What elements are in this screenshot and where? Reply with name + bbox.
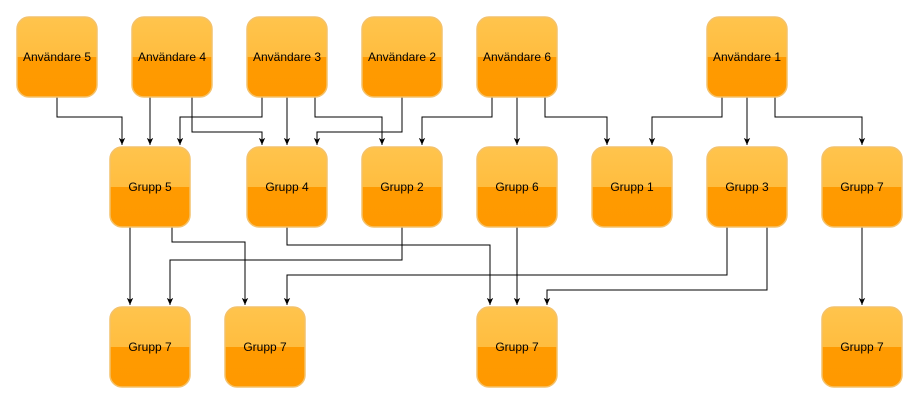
node-label: Grupp 7 [495, 340, 539, 354]
node-box [476, 146, 558, 228]
node-label: Användare 2 [368, 50, 436, 64]
node-label: Användare 3 [253, 50, 321, 64]
node-label: Grupp 5 [128, 180, 172, 194]
user-node-u5[interactable]: Användare 5 [16, 16, 98, 98]
group-node-g6[interactable]: Grupp 6 [476, 146, 558, 228]
group-node-g7d[interactable]: Grupp 7 [476, 306, 558, 388]
node-box [821, 306, 903, 388]
node-box [246, 146, 328, 228]
node-label: Användare 1 [713, 50, 781, 64]
nodes-layer: Användare 5 Användare 4 Användare 3 Använda… [16, 16, 903, 388]
user-node-u1[interactable]: Användare 1 [706, 16, 788, 98]
node-box [131, 16, 213, 98]
node-box [109, 306, 191, 388]
edge-u4-to-g4 [191, 97, 266, 145]
edge-u3-to-g5 [176, 97, 263, 145]
node-box [361, 146, 443, 228]
group-node-g7b[interactable]: Grupp 7 [109, 306, 191, 388]
group-node-g2[interactable]: Grupp 2 [361, 146, 443, 228]
user-node-u3[interactable]: Användare 3 [246, 16, 328, 98]
edge-u6-to-g2 [418, 97, 493, 145]
node-box [476, 306, 558, 388]
edge-u5-to-g5 [56, 97, 126, 145]
node-label: Grupp 2 [380, 180, 424, 194]
node-label: Användare 5 [23, 50, 91, 64]
node-label: Grupp 7 [840, 180, 884, 194]
edge-g4-to-g7d [286, 227, 494, 305]
edge-g5-to-g7c [171, 227, 249, 305]
node-label: Grupp 1 [610, 180, 654, 194]
edge-g2-to-g7b [166, 227, 403, 305]
user-node-u2[interactable]: Användare 2 [361, 16, 443, 98]
edge-u1-to-g1 [648, 97, 723, 145]
group-node-g7a[interactable]: Grupp 7 [821, 146, 903, 228]
node-label: Grupp 6 [495, 180, 539, 194]
node-box [706, 16, 788, 98]
group-node-g4[interactable]: Grupp 4 [246, 146, 328, 228]
edge-g3-to-g7c [283, 227, 728, 305]
node-label: Användare 4 [138, 50, 206, 64]
node-box [821, 146, 903, 228]
user-node-u4[interactable]: Användare 4 [131, 16, 213, 98]
node-label: Grupp 3 [725, 180, 769, 194]
node-label: Grupp 7 [243, 340, 287, 354]
edge-u1-to-g7a [774, 97, 866, 145]
edge-u3-to-g2 [314, 97, 386, 145]
node-label: Grupp 4 [265, 180, 309, 194]
node-box [591, 146, 673, 228]
node-label: Grupp 7 [840, 340, 884, 354]
node-label: Användare 6 [483, 50, 551, 64]
user-node-u6[interactable]: Användare 6 [476, 16, 558, 98]
node-box [246, 16, 328, 98]
node-box [476, 16, 558, 98]
edge-g3-to-g7d [543, 227, 768, 305]
group-node-g1[interactable]: Grupp 1 [591, 146, 673, 228]
edges-layer [56, 97, 866, 305]
edge-u6-to-g1 [544, 97, 611, 145]
node-label: Grupp 7 [128, 340, 172, 354]
group-node-g7c[interactable]: Grupp 7 [224, 306, 306, 388]
node-box [16, 16, 98, 98]
node-box [706, 146, 788, 228]
node-box [224, 306, 306, 388]
group-node-g5[interactable]: Grupp 5 [109, 146, 191, 228]
group-node-g3[interactable]: Grupp 3 [706, 146, 788, 228]
node-box [109, 146, 191, 228]
node-box [361, 16, 443, 98]
edge-u2-to-g4 [313, 97, 403, 145]
group-node-g7e[interactable]: Grupp 7 [821, 306, 903, 388]
